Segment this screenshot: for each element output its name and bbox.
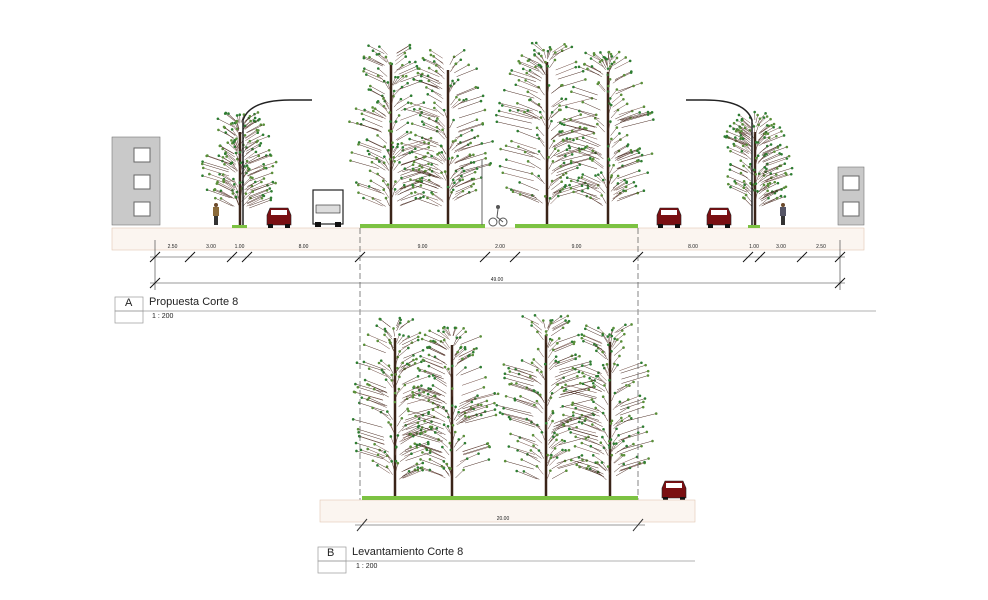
section-b-tag: B xyxy=(327,547,335,559)
section-a-tag: A xyxy=(125,297,133,309)
dimension-label: 8.00 xyxy=(688,244,698,250)
section-a-scale: 1 : 200 xyxy=(152,313,174,320)
building-left xyxy=(111,136,161,226)
tree xyxy=(561,323,658,497)
section-a-dimensions xyxy=(150,240,845,290)
pedestrian-left xyxy=(213,203,219,225)
dimension-total-a: 49.00 xyxy=(491,277,504,283)
dimension-label: 1.00 xyxy=(749,244,759,250)
section-b-dimensions xyxy=(355,518,645,532)
building-right xyxy=(837,166,865,226)
dimension-tick xyxy=(149,277,161,289)
dimension-label: 2.50 xyxy=(816,244,826,250)
tree xyxy=(495,314,596,497)
tree xyxy=(348,43,433,224)
dimension-tick xyxy=(149,251,161,263)
tree xyxy=(351,316,440,497)
tree xyxy=(407,325,500,497)
section-b-ground xyxy=(319,496,696,523)
truck xyxy=(312,189,344,227)
dimension-tick xyxy=(754,251,766,263)
car xyxy=(656,207,682,228)
cyclist xyxy=(488,205,508,227)
dimension-label: 9.00 xyxy=(418,244,428,250)
section-a-ground xyxy=(111,224,865,251)
title-block-a xyxy=(114,296,876,324)
tree xyxy=(560,50,655,224)
car xyxy=(706,207,732,228)
tree xyxy=(495,41,598,224)
dimension-tick xyxy=(184,251,196,263)
pedestrian-right xyxy=(780,203,786,225)
section-a-title: Propuesta Corte 8 xyxy=(149,296,239,308)
dimension-tick xyxy=(834,277,846,289)
dimension-tick xyxy=(834,251,846,263)
dimension-tick xyxy=(796,251,808,263)
dimension-tick xyxy=(226,251,238,263)
dimension-total-b: 20.00 xyxy=(497,516,510,522)
dimension-tick xyxy=(479,251,491,263)
dimension-tick xyxy=(509,251,521,263)
streetlight-left xyxy=(242,99,312,225)
dimension-label: 3.00 xyxy=(206,244,216,250)
dimension-label: 1.00 xyxy=(235,244,245,250)
streetlight-right xyxy=(686,99,753,225)
dimension-label: 3.00 xyxy=(776,244,786,250)
tree xyxy=(400,48,494,224)
dimension-label: 2.00 xyxy=(495,244,505,250)
dimension-label: 2.50 xyxy=(168,244,178,250)
car xyxy=(661,480,687,501)
tree xyxy=(723,110,794,225)
tree xyxy=(200,111,278,225)
dimension-tick xyxy=(241,251,253,263)
title-block-b xyxy=(317,546,695,574)
dimension-label: 8.00 xyxy=(299,244,309,250)
dimension-label: 9.00 xyxy=(572,244,582,250)
car xyxy=(266,207,292,228)
section-b-scale: 1 : 200 xyxy=(356,563,378,570)
dimension-tick xyxy=(742,251,754,263)
section-b-title: Levantamiento Corte 8 xyxy=(352,546,464,558)
